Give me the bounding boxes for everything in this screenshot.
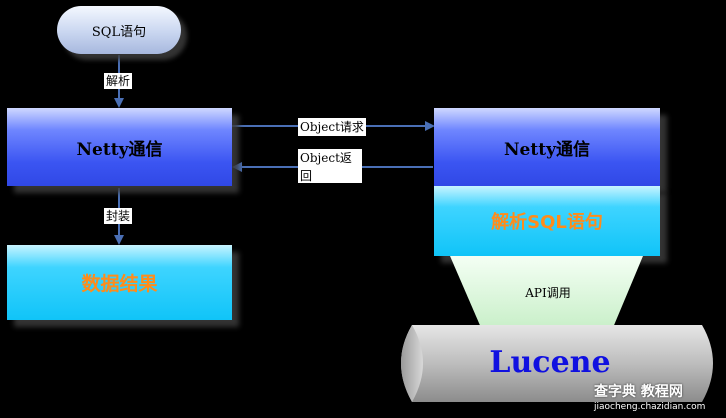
parse-sql-label: 解析SQL语句 <box>491 212 603 233</box>
data-result-box: 数据结果 <box>7 245 232 320</box>
watermark-url: jiaocheng.chazidian.com <box>594 402 706 412</box>
watermark: 查字典 教程网 jiaocheng.chazidian.com <box>594 384 722 416</box>
netty-client-box: Netty通信 <box>7 108 232 186</box>
object-response-label: Object返回 <box>298 149 362 183</box>
netty-server-box: Netty通信 <box>434 108 660 186</box>
netty-server-label: Netty通信 <box>504 139 590 160</box>
object-request-label: Object请求 <box>298 118 366 136</box>
parse-sql-box: 解析SQL语句 <box>434 186 660 256</box>
netty-client-label: Netty通信 <box>76 139 163 160</box>
wrap-edge-label: 封装 <box>104 208 133 224</box>
sql-statement-label: SQL语句 <box>91 24 147 40</box>
lucene-label: Lucene <box>489 345 611 380</box>
parse-edge-label: 解析 <box>104 73 133 89</box>
data-result-label: 数据结果 <box>81 273 158 295</box>
watermark-title: 查字典 教程网 <box>594 384 683 400</box>
api-call-label: API调用 <box>525 286 571 300</box>
sql-statement-node: SQL语句 <box>57 6 181 54</box>
